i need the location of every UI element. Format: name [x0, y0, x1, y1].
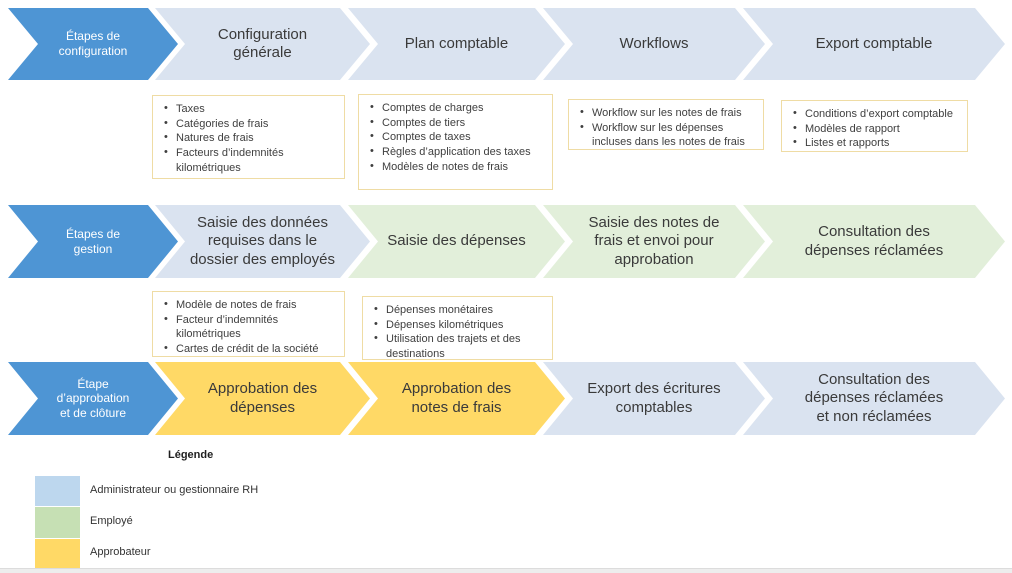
- stage-chevron-gestion: Étapes de gestion: [8, 205, 178, 278]
- bullet-box-configuration-generale: Taxes Catégories de frais Natures de fra…: [152, 95, 345, 179]
- bullet-item: Modèle de notes de frais: [159, 297, 340, 313]
- legend-label-approbateur: Approbateur: [90, 546, 151, 558]
- bullet-item: Workflow sur les notes de frais: [575, 105, 759, 121]
- stage-chevron-configuration: Étapes de configuration: [8, 8, 178, 80]
- legend-swatch-admin-rh: [35, 476, 80, 506]
- bullet-item: Dépenses monétaires: [369, 302, 548, 318]
- bullet-item: Facteurs d’indemnités kilométriques: [159, 145, 340, 175]
- bullet-box-saisie-depenses: Dépenses monétaires Dépenses kilométriqu…: [362, 296, 553, 360]
- bullet-item: Catégories de frais: [159, 116, 340, 132]
- stage-chevron-approbation-cloture: Étape d’approbation et de clôture: [8, 362, 178, 435]
- legend-swatch-approbateur: [35, 539, 80, 568]
- bullet-item: Utilisation des trajets et des destinati…: [369, 331, 548, 361]
- bullet-item: Cartes de crédit de la société: [159, 341, 340, 357]
- step-chevron-export-comptable: Export comptable: [743, 8, 1005, 80]
- legend-label-admin-rh: Administrateur ou gestionnaire RH: [90, 484, 259, 496]
- step-chevron-export-ecritures: Export des écritures comptables: [543, 362, 765, 435]
- bullet-box-export-comptable: Conditions d’export comptable Modèles de…: [781, 100, 968, 152]
- step-chevron-saisie-depenses: Saisie des dépenses: [348, 205, 565, 278]
- window-bottom-edge: [0, 568, 1012, 573]
- step-chevron-plan-comptable: Plan comptable: [348, 8, 565, 80]
- bullet-item: Dépenses kilométriques: [369, 317, 548, 333]
- step-chevron-approbation-depenses: Approbation des dépenses: [155, 362, 370, 435]
- step-chevron-configuration-generale: Configuration générale: [155, 8, 370, 80]
- bullet-item: Modèles de notes de frais: [365, 159, 548, 175]
- bullet-item: Comptes de tiers: [365, 115, 548, 131]
- bullet-item: Modèles de rapport: [788, 121, 963, 137]
- legend-label-employe: Employé: [90, 515, 133, 527]
- bullet-item: Natures de frais: [159, 130, 340, 146]
- bullet-box-workflows: Workflow sur les notes de frais Workflow…: [568, 99, 764, 150]
- legend-swatch-employe: [35, 507, 80, 538]
- bullet-item: Comptes de taxes: [365, 129, 548, 145]
- step-chevron-saisie-notes-frais: Saisie des notes de frais et envoi pour …: [543, 205, 765, 278]
- bullet-box-saisie-donnees-employes: Modèle de notes de frais Facteur d’indem…: [152, 291, 345, 357]
- bullet-item: Taxes: [159, 101, 340, 117]
- legend-title: Légende: [168, 449, 214, 461]
- step-chevron-approbation-notes-frais: Approbation des notes de frais: [348, 362, 565, 435]
- step-chevron-saisie-donnees-employes: Saisie des données requises dans le doss…: [155, 205, 370, 278]
- bullet-item: Facteur d’indemnités kilométriques: [159, 312, 340, 342]
- bullet-item: Comptes de charges: [365, 100, 548, 116]
- step-chevron-consultation-reclamees-non-reclamees: Consultation des dépenses réclamées et n…: [743, 362, 1005, 435]
- bullet-item: Conditions d’export comptable: [788, 106, 963, 122]
- step-chevron-consultation-depenses-reclamees: Consultation des dépenses réclamées: [743, 205, 1005, 278]
- bullet-box-plan-comptable: Comptes de charges Comptes de tiers Comp…: [358, 94, 553, 190]
- step-chevron-workflows: Workflows: [543, 8, 765, 80]
- bullet-item: Workflow sur les dépenses incluses dans …: [575, 120, 759, 150]
- bullet-item: Règles d’application des taxes: [365, 144, 548, 160]
- bullet-item: Listes et rapports: [788, 135, 963, 151]
